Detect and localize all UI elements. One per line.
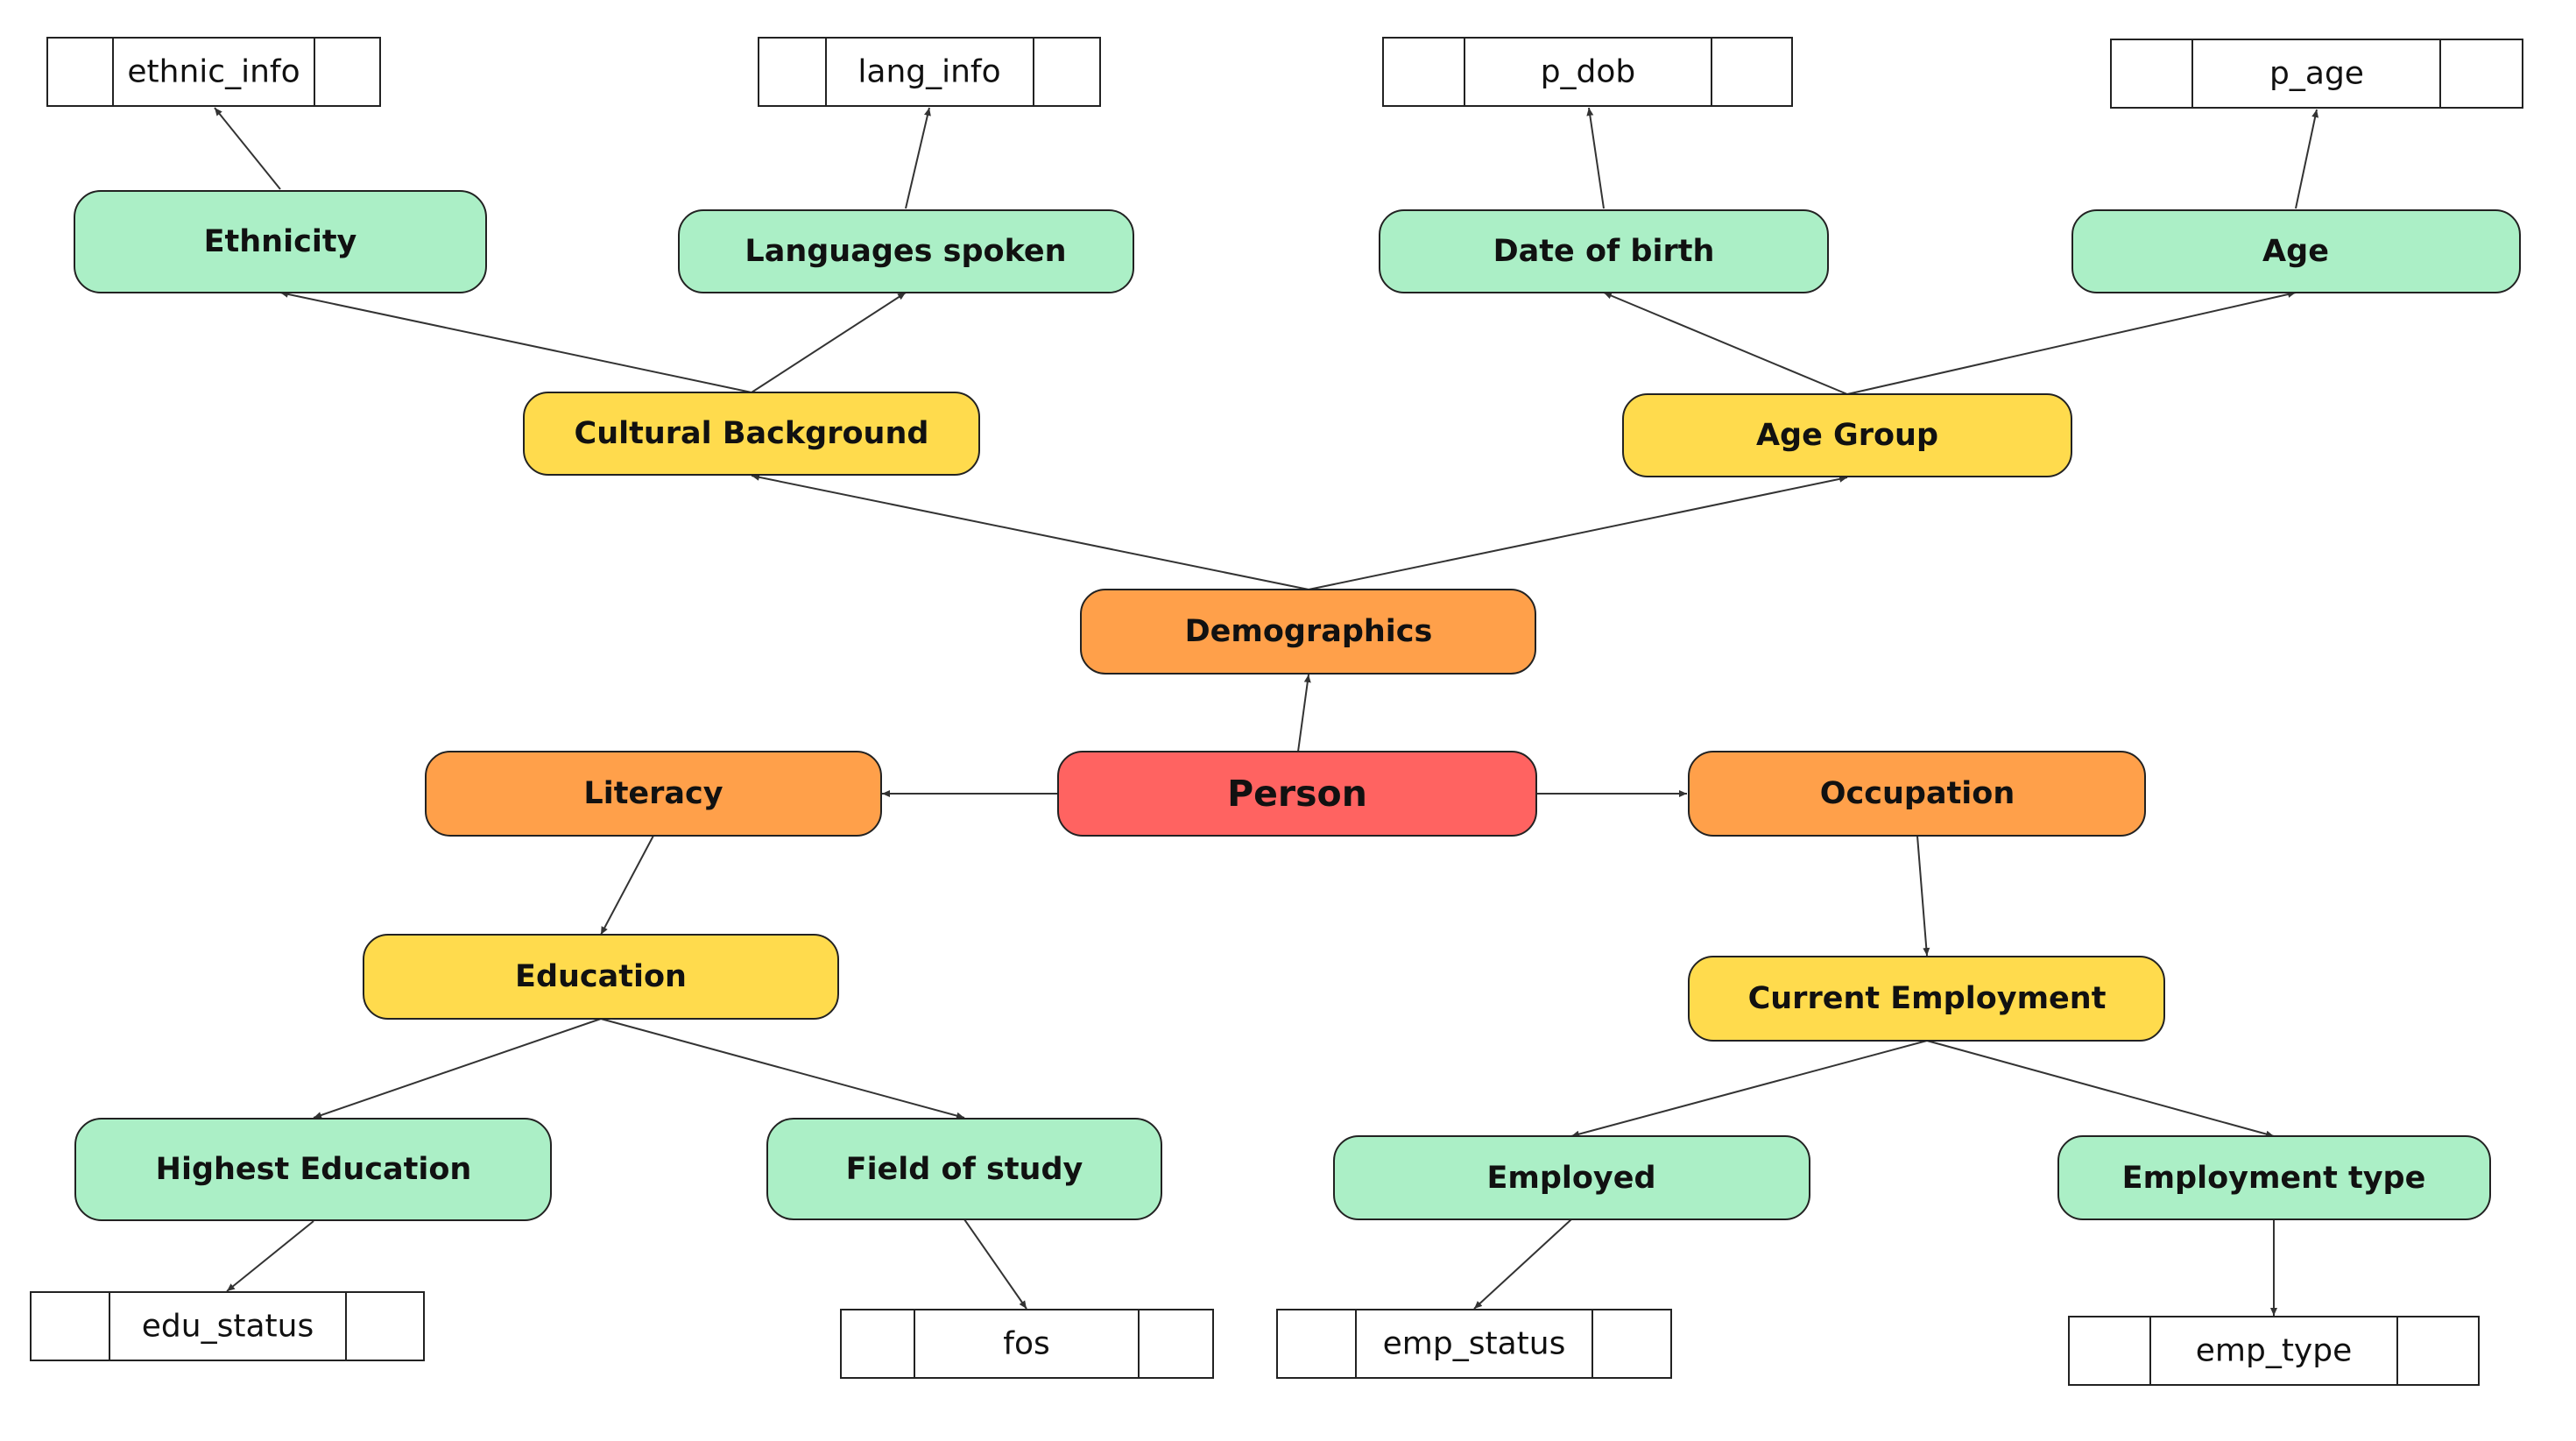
- edge-field-of-study-fos: [963, 1218, 1027, 1310]
- node-highest-education-label: Highest Education: [156, 1152, 472, 1187]
- node-languages-spoken-label: Languages spoken: [745, 234, 1066, 269]
- node-languages-spoken[interactable]: Languages spoken: [678, 209, 1134, 293]
- field-ethnic-info-label: ethnic_info: [127, 54, 300, 90]
- edge-current-employment-employed: [1570, 1040, 1928, 1138]
- node-occupation[interactable]: Occupation: [1688, 751, 2146, 837]
- field-emp-status-box: [1276, 1309, 1672, 1379]
- field-p-age-label: p_age: [2269, 56, 2364, 92]
- node-current-employment[interactable]: Current Employment: [1688, 956, 2165, 1042]
- field-lang-info[interactable]: lang_info: [758, 37, 1101, 107]
- field-p-age-box: [2110, 39, 2523, 109]
- field-fos-box: [840, 1309, 1214, 1379]
- node-person-label: Person: [1227, 773, 1367, 815]
- node-demographics[interactable]: Demographics: [1080, 589, 1536, 675]
- node-languages-spoken-shape: [678, 209, 1134, 293]
- node-cultural-background[interactable]: Cultural Background: [523, 392, 980, 476]
- edge-employed-emp-status: [1473, 1218, 1572, 1310]
- node-ethnicity-shape: [74, 190, 487, 293]
- node-current-employment-shape: [1688, 956, 2165, 1042]
- field-emp-type-box: [2068, 1316, 2480, 1386]
- node-employed-shape: [1333, 1135, 1810, 1220]
- edge-person-demographics: [1297, 674, 1311, 752]
- node-age-group-shape: [1622, 393, 2072, 477]
- field-lang-info-label: lang_info: [857, 54, 1000, 90]
- node-field-of-study[interactable]: Field of study: [766, 1118, 1162, 1220]
- node-current-employment-label: Current Employment: [1748, 981, 2107, 1016]
- edge-age-p-age: [2295, 109, 2319, 209]
- node-cultural-background-label: Cultural Background: [575, 416, 929, 451]
- node-age-group[interactable]: Age Group: [1622, 393, 2072, 477]
- edges: [214, 107, 2319, 1316]
- field-ethnic-info-box: [46, 37, 381, 107]
- edge-cultural-background-languages: [751, 292, 907, 393]
- node-education-shape: [363, 934, 839, 1020]
- edge-education-field-of-study: [600, 1018, 965, 1120]
- edge-current-employment-employment-type: [1926, 1040, 2275, 1138]
- edge-age-group-age: [1846, 291, 2297, 395]
- field-fos[interactable]: fos: [840, 1309, 1214, 1379]
- node-occupation-shape: [1688, 751, 2146, 837]
- field-emp-status-label: emp_status: [1383, 1326, 1566, 1362]
- node-field-of-study-label: Field of study: [846, 1152, 1083, 1187]
- node-employment-type[interactable]: Employment type: [2057, 1135, 2491, 1220]
- field-emp-type[interactable]: emp_type: [2068, 1316, 2480, 1386]
- field-edu-status-label: edu_status: [142, 1309, 314, 1345]
- node-employment-type-shape: [2057, 1135, 2491, 1220]
- field-fos-label: fos: [1003, 1326, 1049, 1362]
- node-person[interactable]: Person: [1057, 751, 1537, 837]
- node-age-label: Age: [2262, 234, 2329, 269]
- node-employed-label: Employed: [1486, 1161, 1655, 1196]
- field-p-dob-box: [1382, 37, 1793, 107]
- field-emp-type-label: emp_type: [2196, 1333, 2353, 1369]
- edge-cultural-background-ethnicity: [279, 290, 752, 393]
- node-ethnicity[interactable]: Ethnicity: [74, 190, 487, 293]
- node-age-shape: [2071, 209, 2521, 293]
- field-lang-info-box: [758, 37, 1101, 107]
- node-cultural-background-shape: [523, 392, 980, 476]
- field-edu-status[interactable]: edu_status: [30, 1291, 425, 1361]
- node-field-of-study-shape: [766, 1118, 1162, 1220]
- node-date-of-birth-label: Date of birth: [1493, 234, 1715, 269]
- edge-ethnicity-ethnic-info: [214, 107, 281, 190]
- node-education[interactable]: Education: [363, 934, 839, 1020]
- node-literacy[interactable]: Literacy: [425, 751, 882, 837]
- field-edu-status-box: [30, 1291, 425, 1361]
- node-literacy-shape: [425, 751, 882, 837]
- field-p-dob[interactable]: p_dob: [1382, 37, 1793, 107]
- edge-highest-education-edu-status: [226, 1220, 314, 1292]
- field-p-dob-label: p_dob: [1541, 54, 1636, 90]
- edge-education-highest-education: [313, 1018, 602, 1119]
- edge-languages-lang-info: [905, 107, 931, 209]
- node-occupation-label: Occupation: [1820, 776, 2015, 811]
- node-date-of-birth[interactable]: Date of birth: [1379, 209, 1829, 293]
- edge-demographics-cultural-background: [751, 473, 1309, 590]
- edge-demographics-age-group: [1308, 475, 1848, 590]
- node-employed[interactable]: Employed: [1333, 1135, 1810, 1220]
- field-p-age[interactable]: p_age: [2110, 39, 2523, 109]
- node-age-group-label: Age Group: [1756, 418, 1938, 453]
- node-date-of-birth-shape: [1379, 209, 1829, 293]
- node-demographics-shape: [1080, 589, 1536, 675]
- node-age[interactable]: Age: [2071, 209, 2521, 293]
- node-education-label: Education: [515, 959, 687, 994]
- edge-date-of-birth-p-dob: [1586, 107, 1605, 209]
- node-person-shape: [1057, 751, 1537, 837]
- node-highest-education-shape: [74, 1118, 552, 1221]
- node-highest-education[interactable]: Highest Education: [74, 1118, 552, 1221]
- edge-age-group-date-of-birth: [1603, 292, 1848, 395]
- node-ethnicity-label: Ethnicity: [204, 224, 357, 259]
- node-employment-type-label: Employment type: [2122, 1161, 2426, 1196]
- field-ethnic-info[interactable]: ethnic_info: [46, 37, 381, 107]
- edge-occupation-current-employment: [1916, 835, 1930, 957]
- node-literacy-label: Literacy: [583, 776, 723, 811]
- edge-literacy-education: [600, 835, 654, 936]
- field-emp-status[interactable]: emp_status: [1276, 1309, 1672, 1379]
- node-demographics-label: Demographics: [1185, 614, 1433, 649]
